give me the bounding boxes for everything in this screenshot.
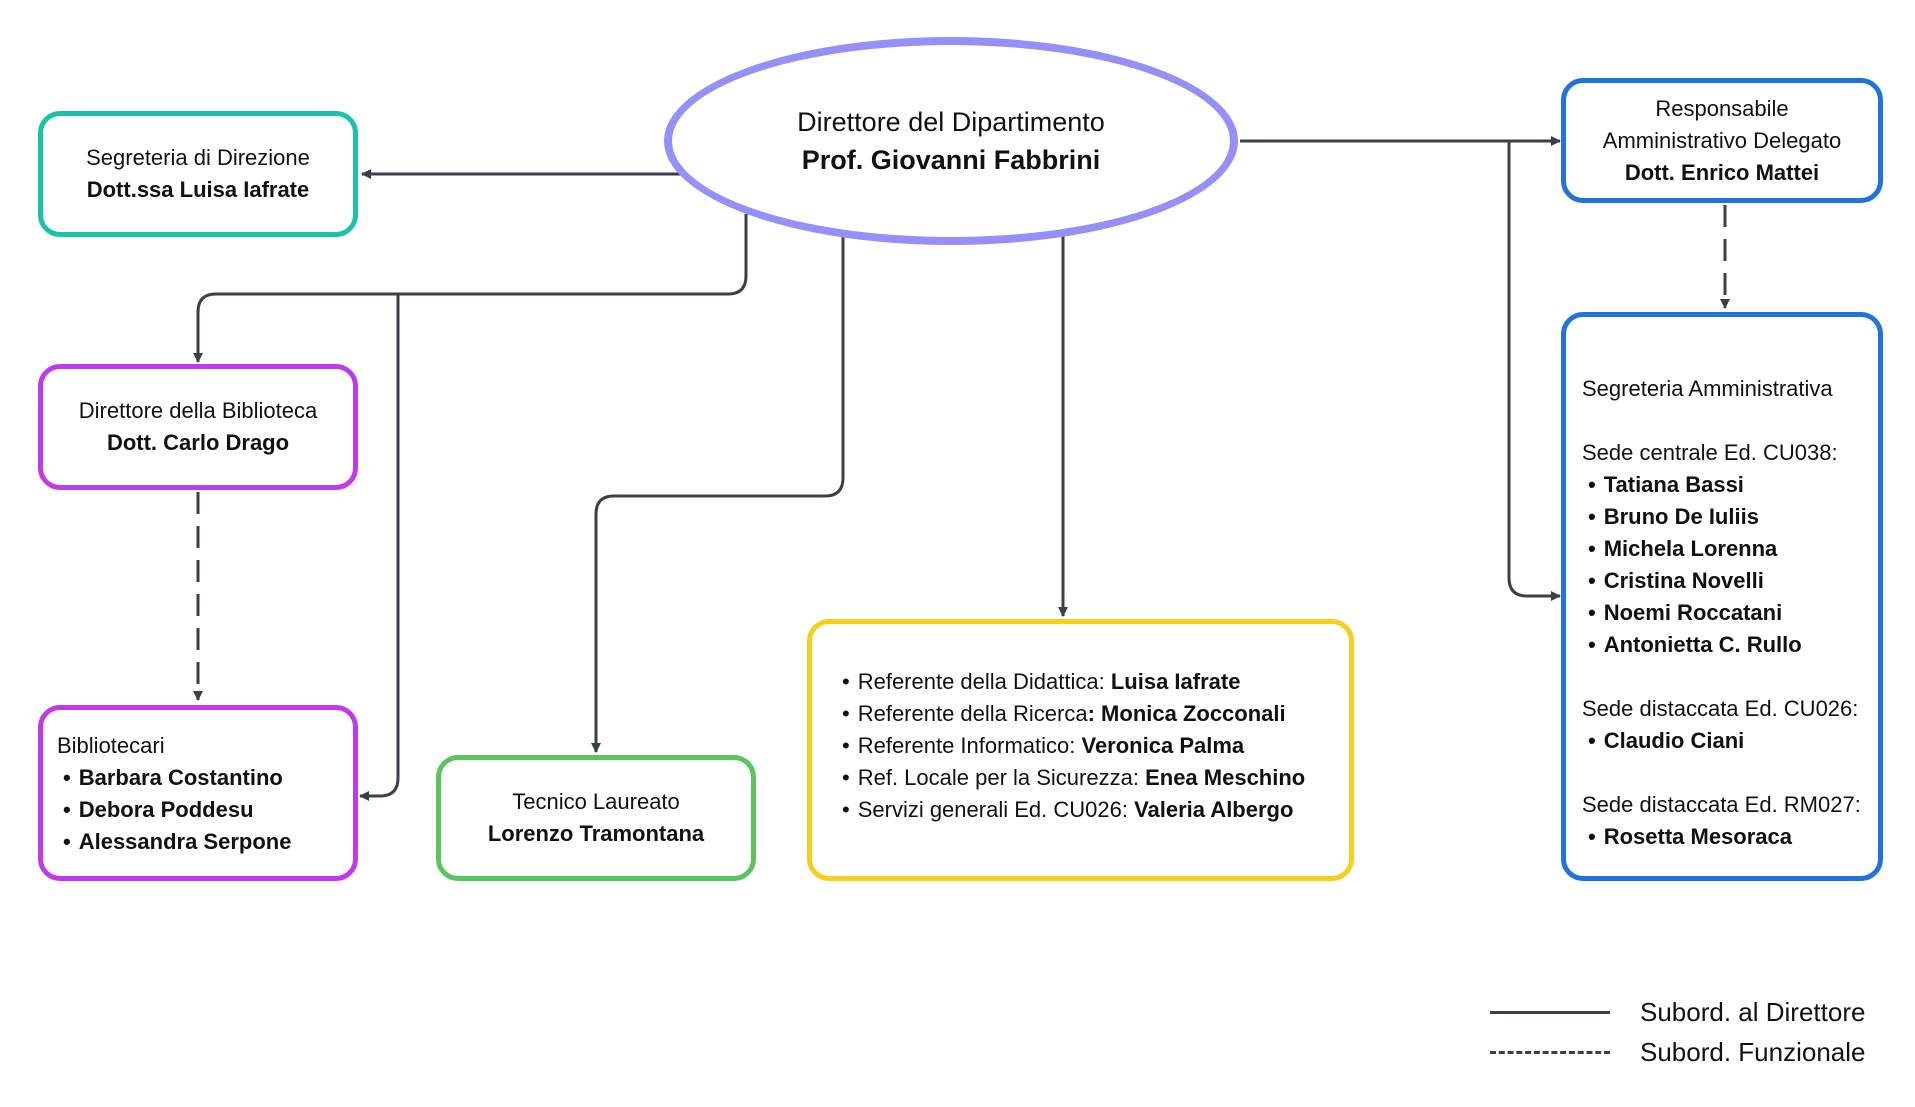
list-item: Servizi generali Ed. CU026: Valeria Albe…	[836, 794, 1349, 826]
tecnico-laureato-node: Tecnico Laureato Lorenzo Tramontana	[436, 755, 756, 881]
list-item: Debora Poddesu	[57, 794, 353, 826]
list-item: Alessandra Serpone	[57, 826, 353, 858]
list-item: Antonietta C. Rullo	[1582, 629, 1878, 661]
responsabile-line2: Amministrativo Delegato	[1602, 127, 1842, 153]
legend-dashed: Subord. Funzionale	[1490, 1037, 1865, 1068]
direttore-biblioteca-name: Dott. Carlo Drago	[106, 430, 290, 455]
list-item: Barbara Costantino	[57, 762, 353, 794]
legend-solid-label: Subord. al Direttore	[1640, 997, 1866, 1027]
segreteria-direzione-name: Dott.ssa Luisa Iafrate	[86, 177, 310, 202]
dashed-line-swatch	[1490, 1051, 1610, 1054]
bibliotecari-node: Bibliotecari Barbara Costantino Debora P…	[38, 705, 358, 881]
segreteria-amministrativa-node: Segreteria Amministrativa Sede centrale …	[1561, 312, 1883, 881]
responsabile-name: Dott. Enrico Mattei	[1624, 159, 1820, 185]
list-item: Referente della Didattica: Luisa Iafrate	[836, 666, 1349, 698]
referenti-node: Referente della Didattica: Luisa Iafrate…	[807, 619, 1354, 881]
referenti-list: Referente della Didattica: Luisa Iafrate…	[836, 666, 1349, 826]
responsabile-line1: Responsabile	[1655, 95, 1789, 121]
referente-name: Veronica Palma	[1081, 733, 1245, 758]
legend-solid: Subord. al Direttore	[1490, 997, 1865, 1028]
list-item: Claudio Ciani	[1582, 725, 1878, 757]
list-item: Cristina Novelli	[1582, 565, 1878, 597]
bibliotecari-title: Bibliotecari	[57, 733, 165, 758]
director-node: Direttore del Dipartimento Prof. Giovann…	[664, 37, 1238, 245]
sede-label: Sede distaccata Ed. CU026:	[1582, 696, 1859, 721]
referente-name: : Monica Zocconali	[1087, 701, 1286, 726]
direttore-biblioteca-node: Direttore della Biblioteca Dott. Carlo D…	[38, 364, 358, 490]
link-director-tecnico	[591, 236, 845, 753]
referente-label: Referente della Ricerca	[857, 701, 1088, 726]
sede-members: Rosetta Mesoraca	[1582, 821, 1878, 853]
sede-members: Claudio Ciani	[1582, 725, 1878, 757]
link-director-bibliotecari	[359, 294, 400, 801]
list-item: Ref. Locale per la Sicurezza: Enea Mesch…	[836, 762, 1349, 794]
referente-label: Referente della Didattica:	[857, 669, 1111, 694]
tecnico-name: Lorenzo Tramontana	[487, 821, 705, 846]
referente-label: Servizi generali Ed. CU026:	[857, 797, 1135, 822]
referente-name: Luisa Iafrate	[1110, 669, 1241, 694]
list-item: Referente Informatico: Veronica Palma	[836, 730, 1349, 762]
link-director-biblioteca	[193, 214, 748, 363]
link-director-segreteria-amm	[1507, 141, 1561, 601]
referente-name: Enea Meschino	[1145, 765, 1306, 790]
tecnico-title: Tecnico Laureato	[512, 789, 680, 814]
list-item: Noemi Roccatani	[1582, 597, 1878, 629]
segreteria-direzione-node: Segreteria di Direzione Dott.ssa Luisa I…	[38, 111, 358, 237]
list-item: Rosetta Mesoraca	[1582, 821, 1878, 853]
direttore-biblioteca-title: Direttore della Biblioteca	[78, 398, 318, 423]
responsabile-amministrativo-node: Responsabile Amministrativo Delegato Dot…	[1561, 78, 1883, 203]
referente-label: Referente Informatico:	[857, 733, 1082, 758]
segreteria-direzione-title: Segreteria di Direzione	[86, 145, 310, 170]
legend-dashed-label: Subord. Funzionale	[1640, 1037, 1866, 1067]
sede-members: Tatiana Bassi Bruno De Iuliis Michela Lo…	[1582, 469, 1878, 661]
list-item: Referente della Ricerca: Monica Zocconal…	[836, 698, 1349, 730]
segreteria-amm-title: Segreteria Amministrativa	[1582, 376, 1833, 401]
referente-name: Valeria Albergo	[1134, 797, 1294, 822]
sede-label: Sede distaccata Ed. RM027:	[1582, 792, 1861, 817]
solid-line-swatch	[1490, 1011, 1610, 1014]
list-item: Michela Lorenna	[1582, 533, 1878, 565]
sede-label: Sede centrale Ed. CU038:	[1582, 440, 1838, 465]
list-item: Tatiana Bassi	[1582, 469, 1878, 501]
bibliotecari-list: Barbara Costantino Debora Poddesu Alessa…	[57, 762, 353, 858]
list-item: Bruno De Iuliis	[1582, 501, 1878, 533]
referente-label: Ref. Locale per la Sicurezza:	[857, 765, 1146, 790]
director-name: Prof. Giovanni Fabbrini	[801, 145, 1101, 175]
director-title: Direttore del Dipartimento	[797, 107, 1105, 137]
